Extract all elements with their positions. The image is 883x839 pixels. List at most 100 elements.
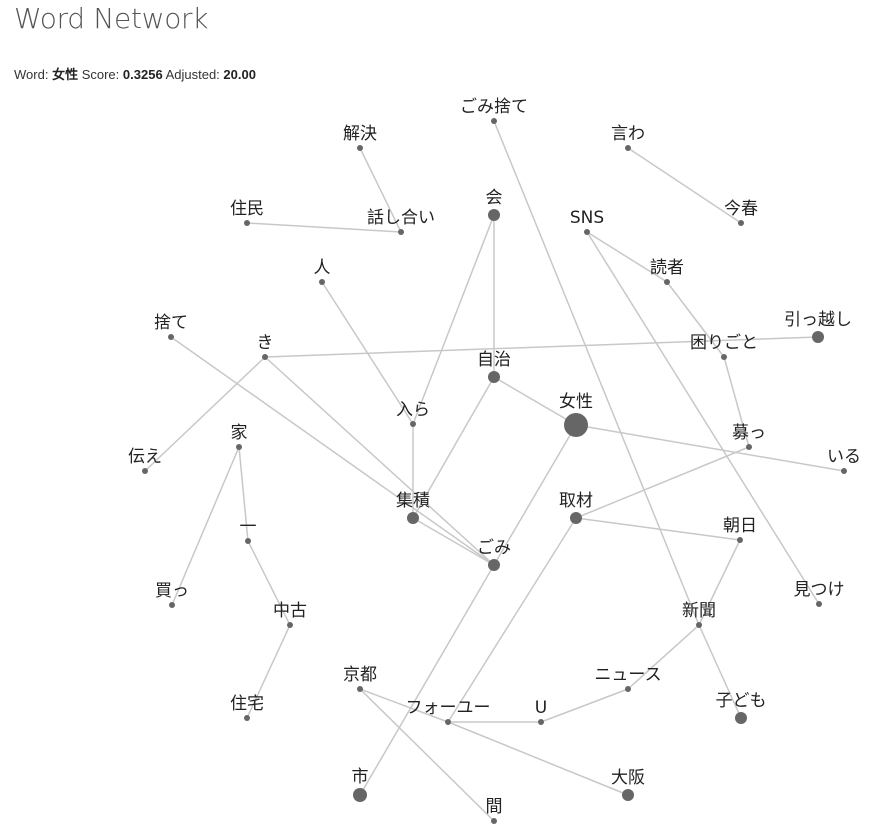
edge-ki-gomi <box>264 356 495 566</box>
edge-shuseki-gomi <box>412 517 495 566</box>
node-label-foyu: フォーユー <box>406 698 491 718</box>
node-hito[interactable] <box>319 279 325 285</box>
score-value: 0.3256 <box>122 67 163 82</box>
node-label-konshun: 今春 <box>724 199 758 219</box>
node-sns[interactable] <box>584 229 590 235</box>
node-shuzai[interactable] <box>570 512 582 524</box>
node-hanashiai[interactable] <box>398 229 404 235</box>
node-tsutae[interactable] <box>142 468 148 474</box>
edge-kyoto-foyu <box>359 688 449 723</box>
edge-foyu-osaka <box>447 721 629 796</box>
node-label-chuko: 中古 <box>273 601 307 621</box>
node-chuko[interactable] <box>287 622 293 628</box>
node-label-dokusha: 読者 <box>650 258 684 278</box>
edge-shuzai-foyu <box>447 517 577 723</box>
node-hikkoshi[interactable] <box>812 331 824 343</box>
node-shi[interactable] <box>353 788 367 802</box>
node-label-josei: 女性 <box>559 392 593 412</box>
node-ki[interactable] <box>262 354 268 360</box>
node-label-ie: 家 <box>231 423 248 443</box>
edge-ki-hikkoshi <box>264 336 819 358</box>
node-josei[interactable] <box>564 413 588 437</box>
node-label-jumin: 住民 <box>230 199 264 219</box>
node-ichi[interactable] <box>245 538 251 544</box>
edge-gomisute-shinbun <box>493 120 700 626</box>
node-jichi[interactable] <box>488 371 500 383</box>
node-kaiketsu[interactable] <box>357 145 363 151</box>
node-label-ichi: 一 <box>240 517 257 537</box>
node-label-jichi: 自治 <box>477 350 511 370</box>
adjusted-value: 20.00 <box>223 67 256 82</box>
node-osaka[interactable] <box>622 789 634 801</box>
node-label-gomi: ごみ <box>477 538 511 558</box>
node-gomisute[interactable] <box>491 118 497 124</box>
node-label-haira: 入ら <box>396 400 430 420</box>
node-label-asahi: 朝日 <box>723 516 757 536</box>
edge-sute-gomi <box>170 336 495 566</box>
node-news[interactable] <box>625 686 631 692</box>
edge-kai-haira <box>412 214 495 425</box>
node-label-hanashiai: 話し合い <box>367 208 435 228</box>
node-label-sns: SNS <box>570 208 604 228</box>
node-label-tsutae: 伝え <box>128 447 162 467</box>
edge-shuzai-asahi <box>575 517 741 541</box>
node-asahi[interactable] <box>737 537 743 543</box>
node-label-kaiketsu: 解決 <box>343 124 377 144</box>
node-label-gomisute: ごみ捨て <box>460 97 528 117</box>
edge-josei-gomi <box>493 424 577 566</box>
node-label-shuseki: 集積 <box>396 491 430 511</box>
node-kat[interactable] <box>169 602 175 608</box>
node-komarigoto[interactable] <box>721 354 727 360</box>
node-kodomo[interactable] <box>735 712 747 724</box>
node-iru[interactable] <box>841 468 847 474</box>
node-tsunot[interactable] <box>746 444 752 450</box>
edge-tsunot-shuzai <box>575 446 750 519</box>
node-kyoto[interactable] <box>357 686 363 692</box>
edge-shinbun-news <box>627 624 700 690</box>
adjusted-label: Adjusted: <box>165 67 220 82</box>
node-ie[interactable] <box>236 444 242 450</box>
edges-layer <box>144 120 845 822</box>
node-label-kodomo: 子ども <box>716 691 767 711</box>
node-jumin[interactable] <box>244 220 250 226</box>
edge-chuko-jutaku <box>246 624 291 719</box>
page-title: Word Network <box>14 2 209 35</box>
edge-ie-ichi <box>238 446 249 542</box>
node-shinbun[interactable] <box>696 622 702 628</box>
node-label-jutaku: 住宅 <box>230 694 264 714</box>
node-label-kai: 会 <box>486 188 503 208</box>
score-info: Word: 女性 Score: 0.3256 Adjusted: 20.00 <box>14 64 256 83</box>
node-u[interactable] <box>538 719 544 725</box>
node-label-tsunot: 募っ <box>732 423 766 443</box>
node-mitsuke[interactable] <box>816 601 822 607</box>
node-label-news: ニュース <box>594 665 661 685</box>
node-label-aida: 間 <box>486 797 503 817</box>
node-iwa[interactable] <box>625 145 631 151</box>
node-label-sute: 捨て <box>154 313 188 333</box>
node-jutaku[interactable] <box>244 715 250 721</box>
word-value: 女性 <box>52 67 79 82</box>
node-sute[interactable] <box>168 334 174 340</box>
node-label-hikkoshi: 引っ越し <box>784 310 852 330</box>
node-aida[interactable] <box>491 818 497 824</box>
node-shuseki[interactable] <box>407 512 419 524</box>
node-label-iru: いる <box>827 447 861 467</box>
node-label-osaka: 大阪 <box>611 768 645 788</box>
edge-shinbun-kodomo <box>698 624 742 719</box>
node-haira[interactable] <box>410 421 416 427</box>
edge-josei-iru <box>575 424 845 472</box>
node-foyu[interactable] <box>445 719 451 725</box>
word-label: Word: <box>14 67 49 82</box>
node-label-komarigoto: 困りごと <box>690 333 758 353</box>
node-dokusha[interactable] <box>664 279 670 285</box>
node-label-u: U <box>535 698 547 718</box>
node-gomi[interactable] <box>488 559 500 571</box>
edge-iwa-konshun <box>627 147 742 224</box>
edge-jumin-hanashiai <box>246 222 402 233</box>
node-konshun[interactable] <box>738 220 744 226</box>
nodes-layer <box>142 118 847 824</box>
node-kai[interactable] <box>488 209 500 221</box>
node-label-iwa: 言わ <box>611 124 645 144</box>
